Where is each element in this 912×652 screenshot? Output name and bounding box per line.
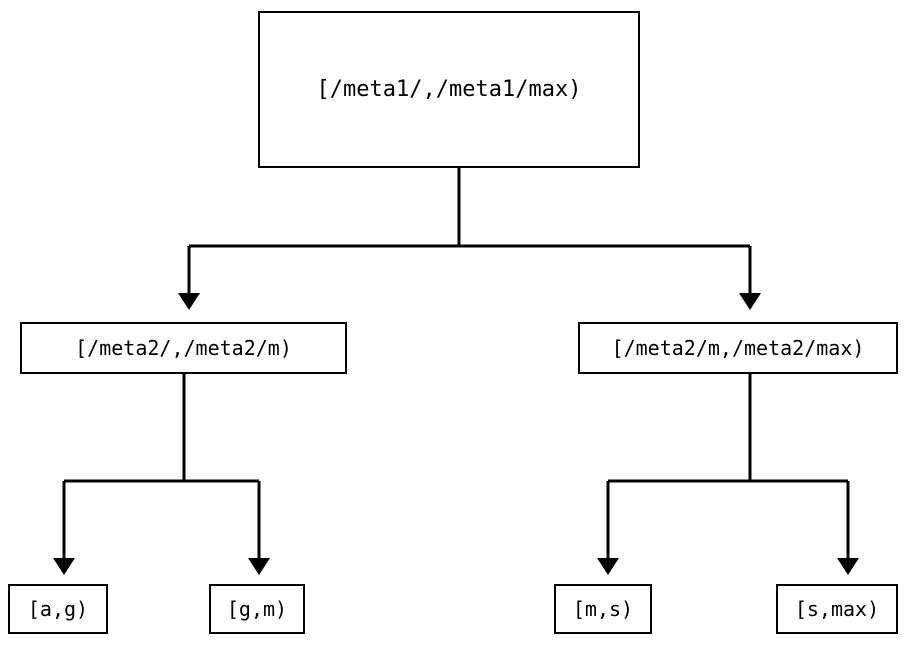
node-leaf-g-m-label: [g,m) [226,597,288,621]
node-root[interactable]: [/meta1/,/meta1/max) [258,11,640,168]
node-leaf-s-max[interactable]: [s,max) [776,584,898,634]
arrowhead-leaf-smax [837,558,859,575]
arrowhead-leaf-ag [53,558,75,575]
node-leaf-m-s-label: [m,s) [572,597,634,621]
arrowhead-mid-left [178,293,200,310]
node-leaf-a-g[interactable]: [a,g) [8,584,108,634]
node-leaf-m-s[interactable]: [m,s) [554,584,652,634]
node-leaf-s-max-label: [s,max) [794,597,880,621]
node-mid-left-label: [/meta2/,/meta2/m) [75,336,292,360]
arrowhead-leaf-ms [597,558,619,575]
node-mid-left[interactable]: [/meta2/,/meta2/m) [20,322,347,374]
arrowhead-leaf-gm [248,558,270,575]
node-leaf-a-g-label: [a,g) [27,597,89,621]
node-leaf-g-m[interactable]: [g,m) [209,584,305,634]
node-mid-right[interactable]: [/meta2/m,/meta2/max) [578,322,898,374]
arrowhead-mid-right [739,293,761,310]
node-root-label: [/meta1/,/meta1/max) [316,77,582,102]
node-mid-right-label: [/meta2/m,/meta2/max) [611,336,865,360]
